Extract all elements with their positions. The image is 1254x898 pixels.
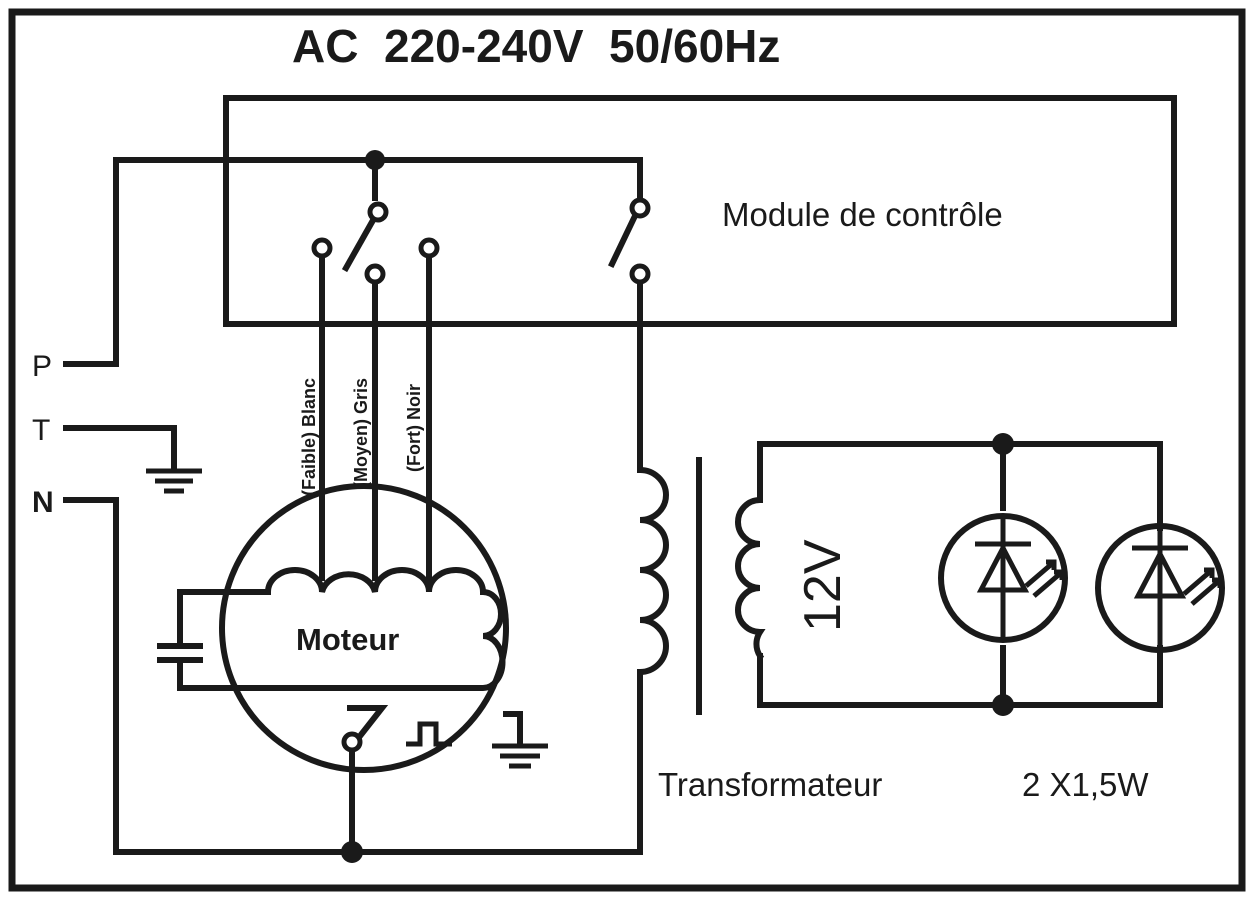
neutral-wire [63,497,643,855]
transformer-switch-blade [607,213,639,269]
motor-winding [177,567,506,691]
switch-terminals [311,197,651,285]
led-lamp-1 [938,513,1068,643]
lamps-label: 2 X1,5W [1022,766,1149,803]
secondary-bottom-wire [757,645,1163,708]
thermal-switch-terminal [341,731,363,753]
terminal-earth-label: T [32,414,50,447]
motor-housing [219,483,509,773]
speed-switch-blade [341,217,377,273]
phase-wire [63,157,643,367]
outer-frame [8,8,1246,892]
motor-label: Moteur [296,622,399,657]
terminal-phase-label: P [32,350,52,383]
terminal-neutral-label: N [32,486,54,519]
pulse-icon [406,721,452,747]
transformer: Transformateur 12V [636,457,882,803]
transformer-label: Transformateur [658,766,882,803]
earth-symbol-main [146,468,202,494]
led-lamp-2 [1095,523,1225,653]
supply-title: AC 220-240V 50/60Hz [292,20,780,72]
motor: Moteur [157,483,509,773]
junction-dots [341,150,1014,863]
transformer-primary-coil [636,466,669,676]
earth-symbol-motor [492,711,548,769]
control-module-label: Module de contrôle [722,196,1003,233]
thermal-switch-arm [347,705,389,741]
earth-wire [63,425,177,471]
transformer-secondary-coil [735,496,766,661]
wire-high-label: (Fort) Noir [404,384,424,472]
secondary-top-wire [757,441,1163,531]
wire-medium-label: (Moyen) Gris [351,378,371,488]
wiring [63,157,643,855]
wire-low-label: (Faible) Blanc [299,378,319,496]
secondary-voltage-label: 12V [794,539,852,632]
control-module-box [223,95,1177,327]
